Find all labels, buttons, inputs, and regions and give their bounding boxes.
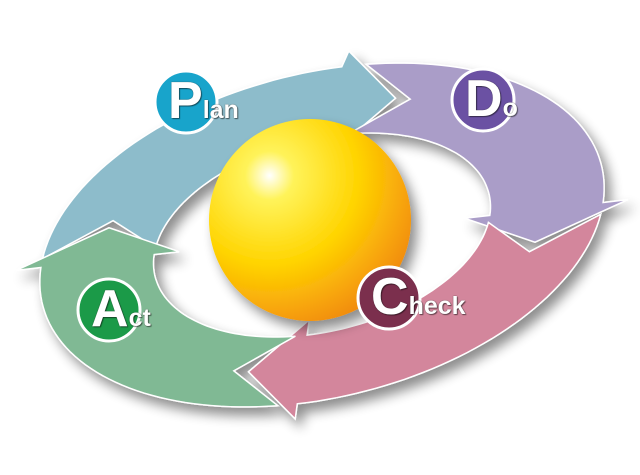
plan-badge-circle — [153, 69, 219, 135]
cycle-ring — [15, 49, 629, 421]
do-badge-circle — [450, 67, 516, 133]
plan-label: Plan — [168, 72, 239, 130]
do-label: Do — [465, 70, 518, 128]
act-label: Act — [91, 280, 151, 338]
center-sphere — [209, 119, 411, 321]
check-badge-circle — [356, 265, 422, 331]
stage-badges — [76, 67, 516, 343]
act-badge-circle — [76, 277, 142, 343]
act-arrow — [15, 226, 296, 408]
check-label: Check — [371, 268, 466, 326]
